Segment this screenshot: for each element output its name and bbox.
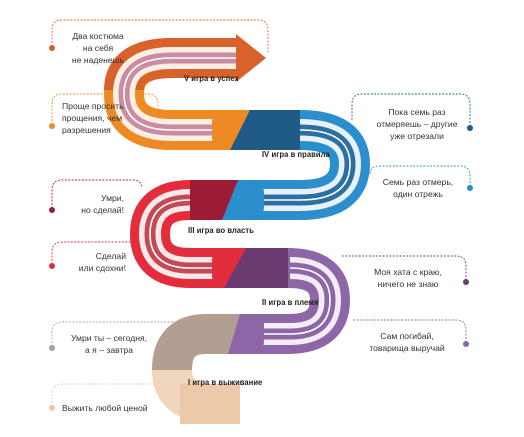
callout-stage3-bottom: Сделай или сдохни! (78, 251, 126, 273)
dot-stage2-bottom (463, 341, 469, 347)
dot-stage2-top (463, 279, 469, 285)
stage-title-2: II игра в племя (262, 298, 319, 307)
joints (212, 110, 264, 354)
callout-stage5-top: Два костюма на себя не наденешь (71, 31, 125, 65)
connector-stage2-bottom (351, 319, 467, 343)
dot-stage1-top (49, 345, 55, 351)
callout-stage5-bottom: Проще просить прощения, чем разрешения (62, 101, 124, 135)
dot-stage5-top (49, 45, 55, 51)
dot-stage3-top (49, 207, 55, 213)
connector-stage4-bottom (369, 165, 471, 187)
callout-stage3-top: Умри, но сделай! (81, 193, 124, 215)
stage-title-5: V игра в успех (184, 74, 239, 83)
callout-stage4-bottom: Семь раз отмерь, один отрежь (382, 177, 454, 199)
joint-stage-4-5 (212, 110, 264, 150)
stage-title-3: III игра во власть (188, 226, 254, 235)
callout-stage1-top: Умри ты – сегодня, а я – завтра (70, 333, 148, 355)
dot-stage4-top (467, 125, 473, 131)
connector-stage2-top (339, 255, 467, 281)
stage-title-1: I игра в выживание (188, 378, 263, 387)
connector-stage3-bottom (51, 241, 151, 265)
road-segment-stage-5 (103, 38, 240, 150)
connector-stage1-top (51, 321, 201, 347)
joint-stage-1-2 (212, 314, 264, 354)
callout-stage4-top: Пока семь раз отмеряешь – другие уже отр… (376, 107, 458, 141)
joint-stage-2-3 (212, 248, 264, 288)
joint-stage-3-4 (212, 180, 264, 220)
road-segment-stage-4 (232, 110, 371, 220)
callout-dots (49, 45, 473, 411)
arrow-head-icon (236, 34, 266, 82)
road-segment-stage-1 (151, 314, 240, 424)
dot-stage4-bottom (467, 185, 473, 191)
dot-stage1-bottom (49, 405, 55, 411)
stage-title-4: IV игра в правила (262, 150, 330, 159)
dot-stage3-bottom (49, 263, 55, 269)
callout-stage1-bottom: Выжить любой ценой (62, 403, 148, 413)
connector-stage3-top (51, 179, 143, 209)
connector-stage1-bottom (51, 383, 171, 407)
road-segment-stage-3 (129, 180, 232, 288)
dot-stage5-bottom (49, 123, 55, 129)
connector-stage5-top (51, 19, 269, 53)
callout-stage2-top: Моя хата с краю, ничего не знаю (374, 267, 442, 289)
callout-stage2-bottom: Сам погибай, товарища выручай (369, 331, 445, 353)
